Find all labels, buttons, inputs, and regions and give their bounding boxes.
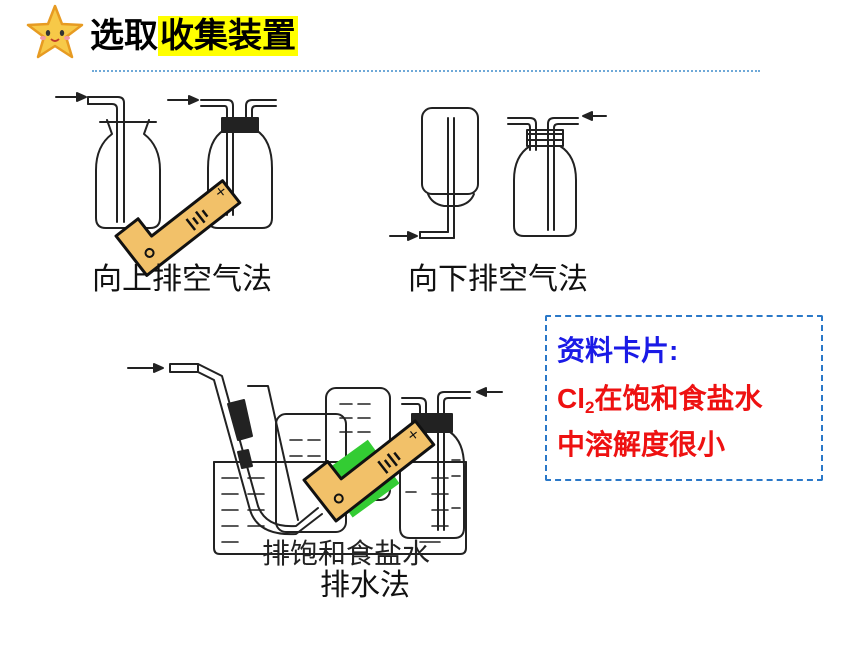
water-trough [213, 461, 467, 555]
page-title: 选取收集装置 [90, 14, 298, 58]
header-divider [92, 70, 760, 72]
battery-check-icon: + [302, 419, 436, 523]
formula-subscript: 2 [585, 398, 595, 417]
label-saturated-brine: 排饱和食盐水 [262, 537, 431, 570]
downward-air-stoppered-bottle [507, 111, 607, 237]
star-mascot-icon [26, 4, 84, 59]
downward-air-inverted-bottle [389, 107, 479, 241]
info-card: 资料卡片: Cl2在饱和食盐水 中溶解度很小 [545, 315, 823, 481]
label-upward-air: 向上排空气法 [92, 262, 272, 297]
upward-air-bottle-stoppered [167, 95, 277, 229]
info-card-line1-text: 在饱和食盐水 [594, 383, 763, 414]
title-highlight: 收集装置 [158, 16, 298, 56]
info-card-line2: 中溶解度很小 [557, 429, 726, 460]
gas-delivery-tube [127, 363, 323, 536]
upward-air-bottle-open [55, 92, 161, 229]
formula-prefix: Cl [557, 383, 585, 414]
label-downward-air: 向下排空气法 [408, 262, 588, 297]
battery-check-icon: + [114, 179, 242, 277]
info-card-line1: Cl2在饱和食盐水 [557, 379, 762, 428]
title-plain: 选取 [90, 16, 158, 56]
info-card-title: 资料卡片: [557, 335, 679, 366]
label-water-displacement: 排水法 [320, 568, 410, 603]
